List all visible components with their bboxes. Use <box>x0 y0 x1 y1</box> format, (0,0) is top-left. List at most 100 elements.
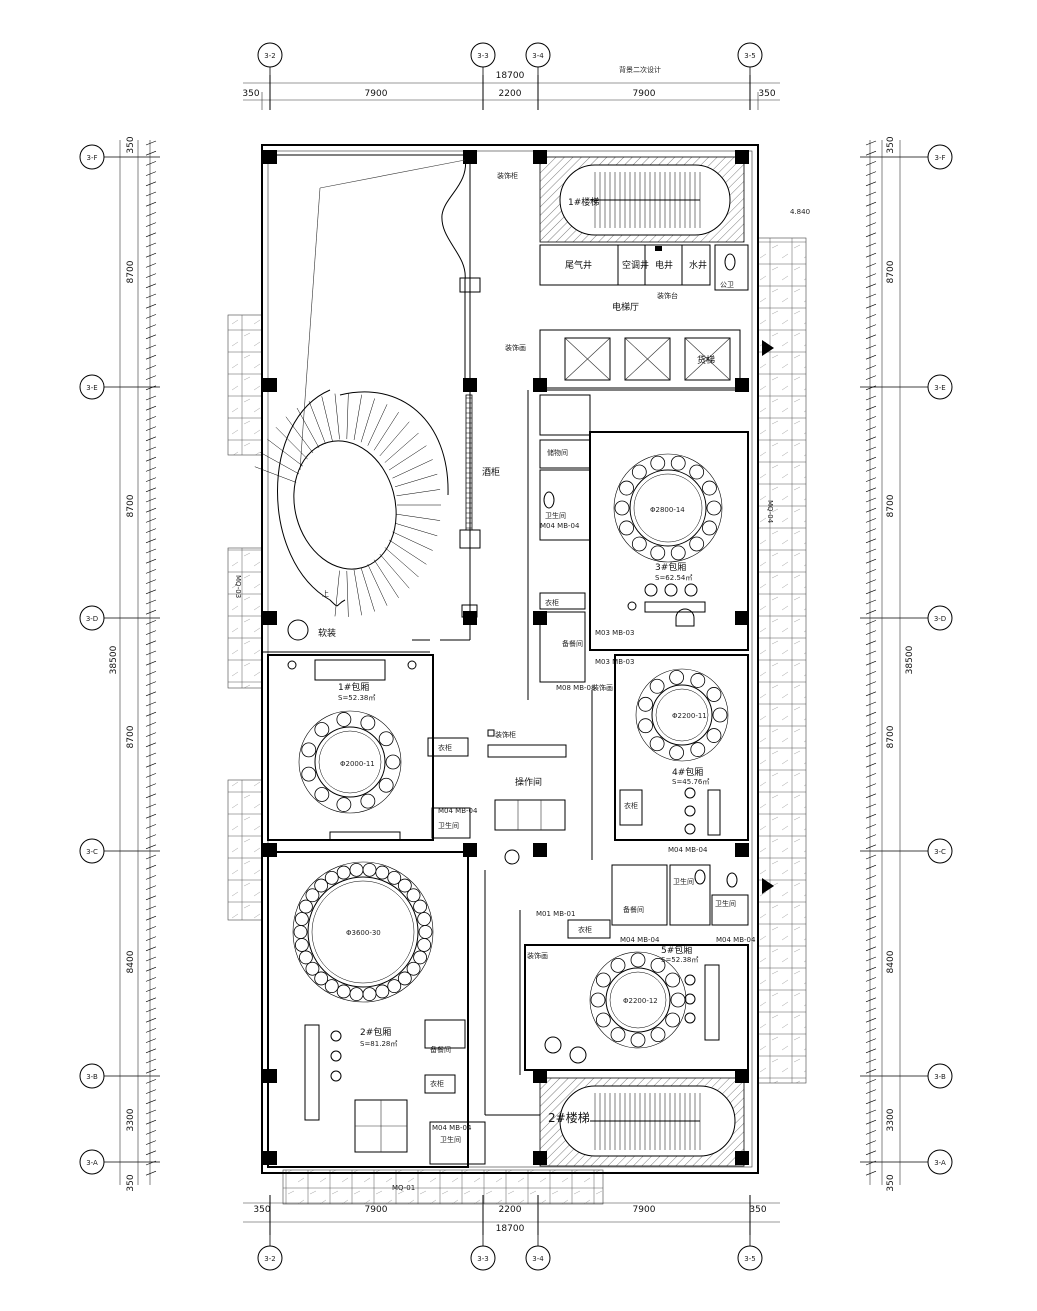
left-seg-0: 350 <box>126 136 136 153</box>
elec-shaft-label: 电井 <box>655 259 673 271</box>
corridor-walls <box>467 389 748 1116</box>
structural-columns <box>263 150 749 1165</box>
svg-text:3-4: 3-4 <box>532 1255 544 1263</box>
axis-bubble-3-5-top: 3-5 <box>737 42 763 68</box>
wc-3-label: 卫生间 <box>545 511 566 520</box>
top-seg-3: 7900 <box>633 89 656 99</box>
svg-text:3-2: 3-2 <box>264 52 275 60</box>
wc-2-label: 卫生间 <box>440 1135 461 1144</box>
goods-lift-label: 货梯 <box>697 354 715 366</box>
room-4-table-label: Φ2200-11 <box>672 712 707 720</box>
svg-text:3-E: 3-E <box>86 384 97 392</box>
stair-2: 2#楼梯 <box>539 1077 745 1167</box>
svg-text:3-3: 3-3 <box>477 52 488 60</box>
decor-wall-5-label: 装饰画 <box>527 951 548 960</box>
svg-text:3-E: 3-E <box>934 384 945 392</box>
axis-bubble-3-B-left: 3-B <box>79 1063 105 1089</box>
svg-text:3-D: 3-D <box>86 615 98 623</box>
left-seg-6: 350 <box>126 1174 136 1191</box>
decor-wall-label: 装饰画 <box>505 343 526 352</box>
room-1: 1#包厢 S=52.38㎡ Φ2000-11 <box>267 654 434 841</box>
room-2-table-label: Φ3600-30 <box>346 929 381 937</box>
deco-cabinet-top-label: 装饰柜 <box>497 171 518 180</box>
axis-bubble-3-2-top: 3-2 <box>257 42 283 68</box>
room-3-area: S=62.54㎡ <box>655 574 692 582</box>
room-2-table <box>292 861 434 1003</box>
prep-5-label: 备餐间 <box>623 905 644 914</box>
svg-text:3-4: 3-4 <box>532 52 544 60</box>
sofa-label: 软装 <box>318 627 336 639</box>
paving-code-left: MQ-03 <box>234 575 242 598</box>
svg-text:3-F: 3-F <box>86 154 97 162</box>
left-overall-dim: 38500 <box>109 645 119 674</box>
top-seg-2: 2200 <box>499 89 522 99</box>
room-2-label: 2#包厢 <box>360 1026 391 1038</box>
deco-cabinet-label: 装饰柜 <box>495 730 516 739</box>
shafts: 尾气井 空调井 电井 水井 电梯厅 装饰柜 装饰台 公卫 <box>497 171 749 313</box>
door-tag-a: M04 MB-04 <box>438 807 478 815</box>
right-note: 4.840 <box>790 208 810 216</box>
stair-1: 1#楼梯 <box>539 156 745 243</box>
dimension-ticks <box>145 140 877 1176</box>
bottom-overall-dim: 18700 <box>496 1224 525 1234</box>
wc-5b-label: 卫生间 <box>715 899 736 908</box>
left-seg-2: 8700 <box>126 494 136 517</box>
room-5-label: 5#包厢 <box>661 944 692 956</box>
svg-text:3-C: 3-C <box>86 848 98 856</box>
flue-shaft-label: 尾气井 <box>565 259 592 271</box>
axis-bubble-3-2-bottom: 3-2 <box>257 1245 283 1271</box>
top-seg-0: 350 <box>242 89 259 99</box>
bottom-seg-0: 350 <box>253 1205 270 1215</box>
right-seg-1: 8700 <box>886 260 896 283</box>
upstairs-label: 上 <box>322 589 329 598</box>
building-envelope <box>261 144 759 1174</box>
room-3: 储物间 卫生间 M04 MB-04 Φ2800-14 3#包厢 S=62.54㎡… <box>539 394 749 692</box>
left-dimension: 8700 8700 8700 8400 3300 350 350 38500 <box>109 136 151 1192</box>
exterior-paving: MQ-03 MQ-04 MQ-01 <box>227 237 807 1205</box>
svg-text:3-3: 3-3 <box>477 1255 488 1263</box>
axis-bubble-3-A-left: 3-A <box>79 1149 105 1175</box>
right-seg-2: 8700 <box>886 494 896 517</box>
right-overall-dim: 38500 <box>905 645 915 674</box>
axis-bubble-3-5-bottom: 3-5 <box>737 1245 763 1271</box>
top-seg-1: 7900 <box>365 89 388 99</box>
room-4-table <box>635 668 729 762</box>
room-3-label: 3#包厢 <box>655 561 686 573</box>
wardrobe-3-label: 衣柜 <box>545 598 559 607</box>
axis-bubble-3-4-top: 3-4 <box>525 42 551 68</box>
right-seg-5: 3300 <box>886 1108 896 1131</box>
svg-text:3-B: 3-B <box>934 1073 946 1081</box>
ac-shaft-label: 空调井 <box>622 259 649 271</box>
bottom-seg-2: 2200 <box>499 1205 522 1215</box>
axis-bubble-3-3-bottom: 3-3 <box>470 1245 496 1271</box>
top-seg-4: 350 <box>758 89 775 99</box>
left-seg-1: 8700 <box>126 260 136 283</box>
right-seg-3: 8700 <box>886 725 896 748</box>
left-seg-4: 8400 <box>126 950 136 973</box>
room-2: Φ3600-30 2#包厢 S=81.28㎡ 备餐间 衣柜 M04 MB-04 … <box>267 851 486 1168</box>
left-seg-3: 8700 <box>126 725 136 748</box>
room-1-area: S=52.38㎡ <box>338 694 375 702</box>
svg-text:3-5: 3-5 <box>744 1255 755 1263</box>
bottom-seg-1: 7900 <box>365 1205 388 1215</box>
axis-bubble-3-F-left: 3-F <box>79 144 105 170</box>
wc-5a-label: 卫生间 <box>673 877 694 886</box>
storage-label: 储物间 <box>547 448 568 457</box>
room-1-table-label: Φ2000-11 <box>340 760 375 768</box>
axis-bubble-3-E-right: 3-E <box>927 374 953 400</box>
deco-stand-label: 装饰台 <box>657 291 678 300</box>
lift-lobby-label: 电梯厅 <box>612 301 639 313</box>
top-note: 背景二次设计 <box>619 65 661 74</box>
axis-bubbles-vertical: 3-2 3-2 3-3 3-3 3-4 3-4 3-5 3-5 <box>257 42 763 1271</box>
stair-2-label: 2#楼梯 <box>548 1110 590 1125</box>
decor-wall-4-label: 装饰画 <box>592 683 613 692</box>
svg-text:3-F: 3-F <box>934 154 945 162</box>
right-seg-0: 350 <box>886 136 896 153</box>
door-tag-i: M04 MB-04 <box>620 936 660 944</box>
right-seg-6: 350 <box>886 1174 896 1191</box>
wc-1-label: 卫生间 <box>438 821 459 830</box>
axis-bubble-3-C-right: 3-C <box>927 838 953 864</box>
axis-bubble-3-C-left: 3-C <box>79 838 105 864</box>
stair-1-label: 1#楼梯 <box>568 196 599 208</box>
